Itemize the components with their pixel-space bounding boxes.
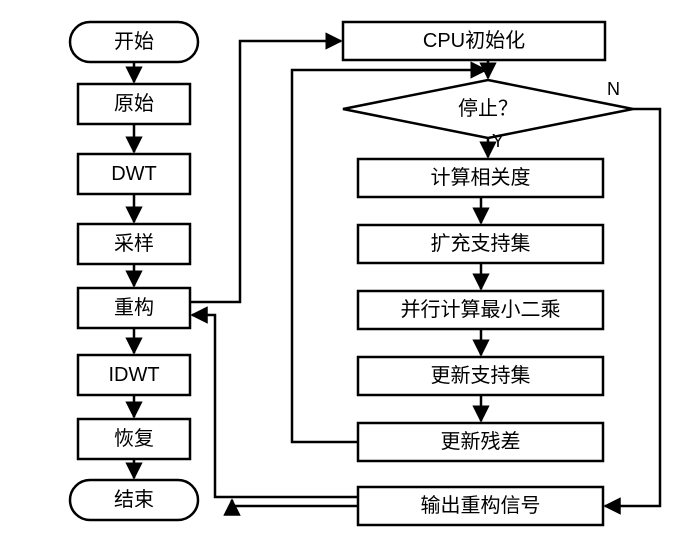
node-original-shape [76,82,192,126]
edge-reconstruct-to-cpu-init [190,32,343,304]
node-stop-decision-shape [342,78,634,140]
node-output-signal-shape [356,485,605,527]
node-idwt-shape [76,353,192,397]
node-restore-shape [76,417,192,461]
edge-residual-loop-back [290,61,488,444]
node-calc-correlation-shape [356,157,605,199]
node-parallel-lsq-shape [356,289,605,331]
node-start-shape [68,20,200,64]
node-dwt-shape [76,152,192,196]
edge-output-to-reconstruct [190,306,358,499]
node-cpu-init-shape [341,20,607,62]
edge-label-n: N [607,79,620,99]
node-expand-support-shape [356,223,605,265]
edge-stop-n-to-output [603,107,662,515]
node-update-residual-shape [356,421,605,463]
node-sampling-shape [76,222,192,266]
node-reconstruct-shape [76,286,192,330]
node-update-support-shape [356,355,605,397]
edge-label-y: Y [492,131,505,151]
edge-output-to-end [223,498,358,516]
node-end-shape [68,478,200,522]
